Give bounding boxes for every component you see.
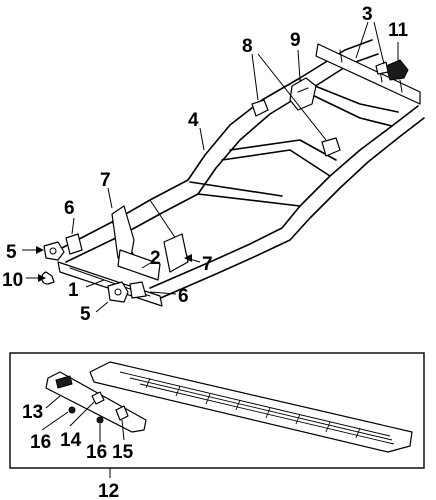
bumper-11 bbox=[385, 59, 409, 81]
hardware-16a bbox=[68, 406, 76, 414]
body-mount-lower bbox=[107, 281, 129, 303]
mount-parts bbox=[41, 59, 409, 303]
mount-bracket-lower bbox=[129, 281, 147, 299]
leader-lines bbox=[22, 21, 399, 478]
callout-9: 9 bbox=[290, 30, 301, 51]
callout-3: 3 bbox=[362, 4, 373, 25]
callout-5a: 5 bbox=[6, 242, 17, 263]
callout-14: 14 bbox=[60, 430, 82, 451]
inset-box bbox=[9, 352, 425, 469]
callout-1: 1 bbox=[68, 280, 79, 301]
bracket-8a bbox=[251, 99, 269, 117]
callout-12: 12 bbox=[98, 481, 119, 500]
bracket-8b bbox=[321, 137, 341, 157]
mount-bracket-left bbox=[65, 233, 83, 255]
callout-7b: 7 bbox=[202, 254, 213, 275]
vehicle-frame bbox=[57, 39, 425, 307]
body-mount-left bbox=[43, 241, 65, 261]
callout-15: 15 bbox=[112, 442, 134, 463]
running-board-inset bbox=[9, 352, 425, 469]
callout-6b: 6 bbox=[178, 286, 189, 307]
callout-16b: 16 bbox=[86, 442, 107, 463]
callout-10: 10 bbox=[2, 270, 23, 291]
callout-5b: 5 bbox=[80, 304, 91, 325]
callout-16a: 16 bbox=[30, 432, 51, 453]
callout-13: 13 bbox=[22, 402, 43, 423]
callout-2: 2 bbox=[150, 248, 161, 269]
callout-4: 4 bbox=[188, 110, 199, 131]
hardware-16b bbox=[96, 416, 104, 424]
callout-8: 8 bbox=[242, 36, 253, 57]
callout-6a: 6 bbox=[64, 198, 75, 219]
callout-7a: 7 bbox=[100, 170, 111, 191]
fastener-14 bbox=[91, 391, 105, 405]
callout-11: 11 bbox=[388, 20, 409, 41]
bracket-15 bbox=[115, 405, 129, 421]
clip-part bbox=[41, 271, 55, 285]
callout-labels: 1 2 3 4 5 5 6 6 7 7 8 9 10 11 12 13 14 1… bbox=[2, 4, 409, 500]
mount-9 bbox=[289, 77, 317, 111]
